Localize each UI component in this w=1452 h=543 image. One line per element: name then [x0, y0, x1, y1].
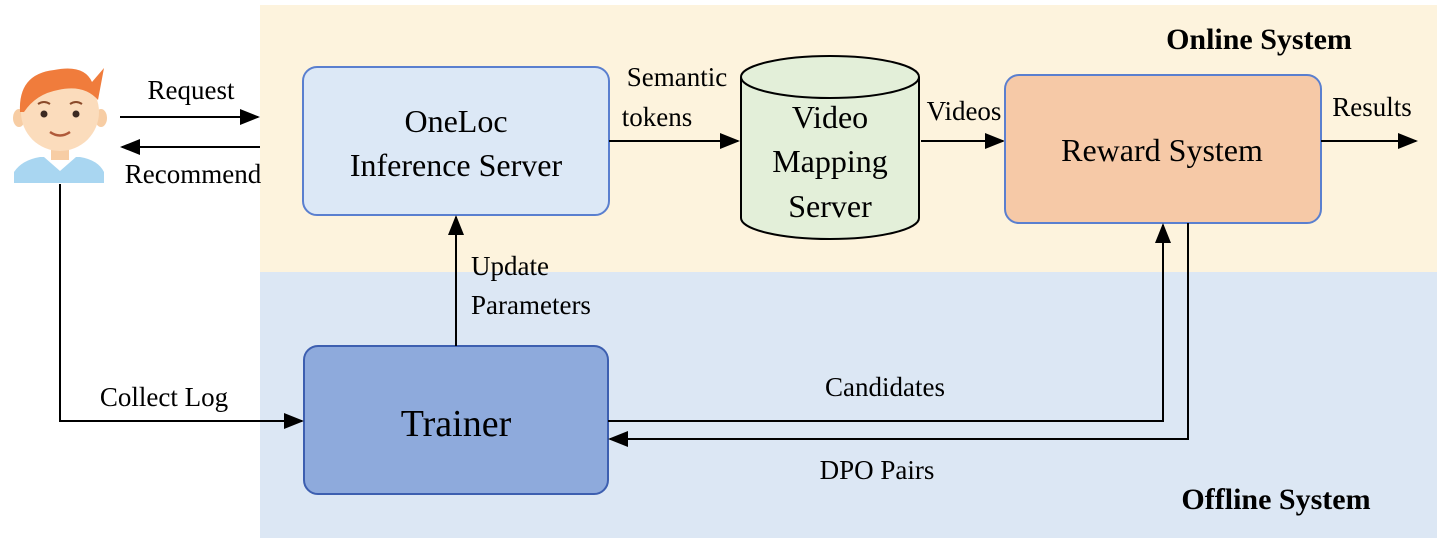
- semantic-tokens-label-line2: tokens: [622, 102, 693, 132]
- results-label: Results: [1332, 92, 1412, 122]
- video-mapping-server-cylinder: [740, 55, 920, 240]
- online-system-title: Online System: [1166, 23, 1352, 56]
- trainer-label: Trainer: [401, 403, 512, 445]
- semantic-tokens-label-line1: Semantic: [627, 62, 727, 92]
- collect-log-arrow: [59, 184, 304, 429]
- video-mapping-label-line3: Server: [788, 188, 872, 224]
- video-mapping-label-line1: Video: [792, 99, 868, 135]
- candidates-label: Candidates: [825, 372, 945, 402]
- update-parameters-label-line2: Parameters: [471, 290, 591, 320]
- inference-server-box: [302, 66, 610, 216]
- dpo-pairs-label: DPO Pairs: [820, 455, 935, 485]
- inference-server-label-line2: Inference Server: [350, 147, 563, 183]
- request-label: Request: [148, 75, 235, 105]
- inference-server-label-line1: OneLoc: [404, 103, 507, 139]
- reward-system-label: Reward System: [1061, 132, 1263, 168]
- video-mapping-label-line2: Mapping: [772, 143, 888, 179]
- videos-label: Videos: [927, 96, 1002, 126]
- candidates-arrow: [608, 223, 1171, 422]
- collect-log-label: Collect Log: [100, 382, 228, 412]
- update-parameters-label-line1: Update: [471, 251, 549, 281]
- offline-system-title: Offline System: [1181, 483, 1370, 516]
- user-avatar-icon: [13, 68, 107, 183]
- dpo-pairs-arrow: [608, 223, 1189, 447]
- recommend-label: Recommend: [125, 159, 262, 189]
